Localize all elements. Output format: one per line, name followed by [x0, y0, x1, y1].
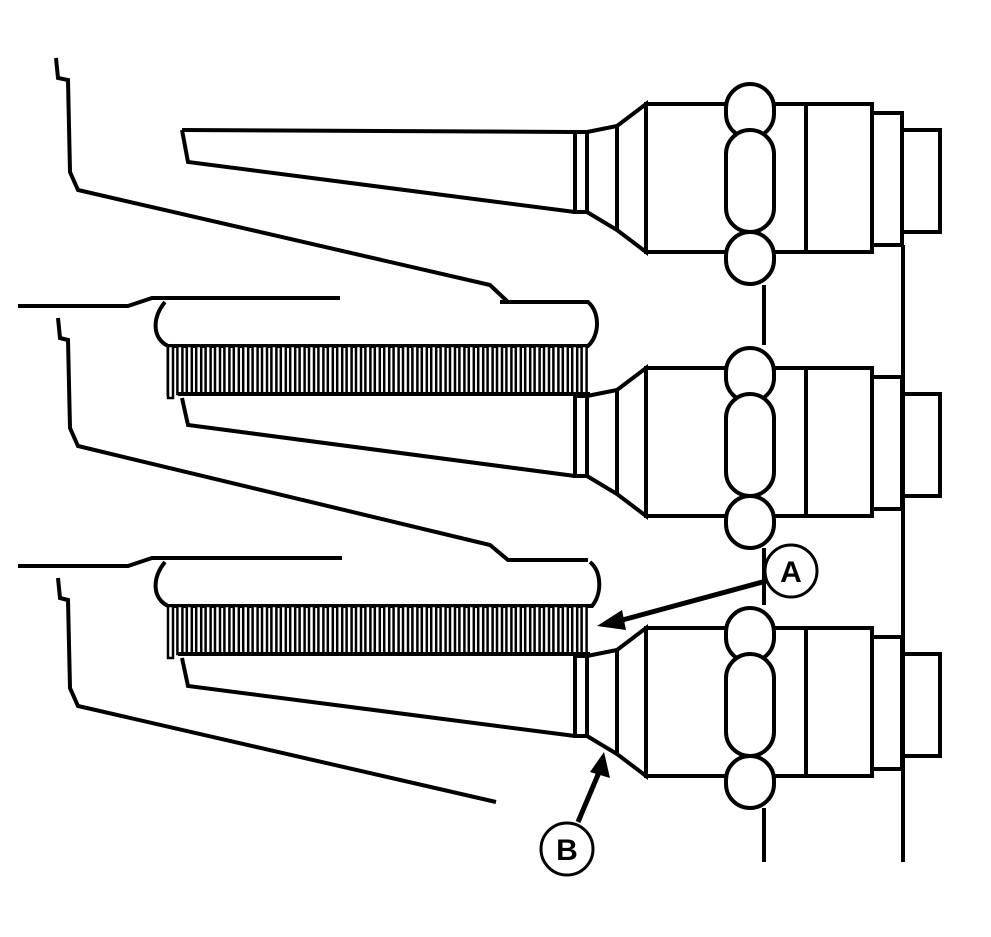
sensor-assembly-3: [573, 606, 942, 810]
callout-a: A: [597, 543, 819, 630]
arm-top: [54, 57, 588, 304]
tone-wheel-teeth: [166, 344, 590, 660]
sensor-assembly-1: [573, 82, 942, 286]
callout-label-b: B: [556, 834, 578, 867]
sensor-assembly-2: [573, 346, 942, 550]
callout-label-a: A: [780, 556, 802, 589]
callout-b: B: [539, 752, 610, 877]
tone-wheel-3: [18, 556, 602, 804]
tone-wheel-2: [18, 296, 599, 562]
